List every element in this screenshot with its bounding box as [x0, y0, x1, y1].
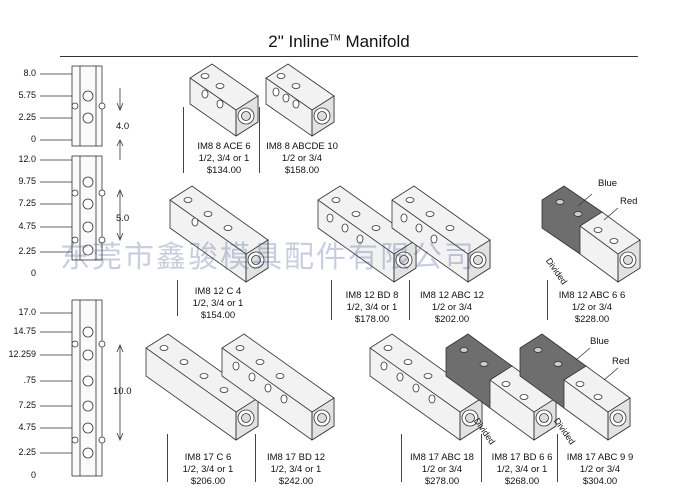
dim3-tick: 12.259 — [8, 349, 36, 359]
product-label: IM8 17 C 6 1/2, 3/4 or 1 $206.00 — [167, 434, 246, 488]
page-title: 2" InlineTM Manifold — [0, 32, 678, 52]
product-price: $158.00 — [284, 165, 320, 176]
callout-red: Red — [620, 196, 638, 207]
manifold-im8-17-c-6 — [145, 333, 259, 441]
product-label: IM8 17 ABC 18 1/2 or 3/4 $278.00 — [401, 434, 480, 488]
product-model: IM8 8 ABCDE 10 — [266, 141, 338, 152]
product-model: IM8 12 ABC 6 6 — [558, 290, 626, 301]
product-label: IM8 8 ABCDE 10 1/2 or 3/4 $158.00 — [259, 107, 342, 177]
watermark-text: 东莞市鑫骏模具配件有限公司 — [60, 241, 476, 274]
manifold-im8-17-abc-9-9 — [519, 333, 631, 441]
product-price: $178.00 — [354, 314, 390, 325]
dim2-tick: 2.25 — [18, 246, 36, 256]
dim3-tick: 2.25 — [18, 447, 36, 457]
dim2-tick: 12.0 — [18, 154, 36, 164]
product-price: $206.00 — [190, 476, 226, 487]
manifold-im8-17-abc-18 — [369, 333, 483, 441]
product-price: $154.00 — [200, 310, 236, 321]
product-model: IM8 12 ABC 12 — [420, 290, 484, 301]
callout-blue: Blue — [590, 336, 610, 347]
title-trademark: TM — [329, 33, 341, 43]
product-label: IM8 12 ABC 12 1/2 or 3/4 $202.00 — [409, 280, 492, 326]
dim-diagram-1 — [40, 65, 124, 160]
dim2-span: 5.0 — [116, 213, 130, 224]
manifold-im8-17-bd-12 — [221, 333, 335, 441]
product-size: 1/2, 3/4 or 1 — [198, 153, 250, 164]
manifold-im8-8-abcde-10 — [265, 63, 335, 137]
product-size: 1/2 or 3/4 — [579, 464, 621, 475]
product-price: $228.00 — [574, 314, 610, 325]
manifold-im8-12-c-4 — [169, 185, 269, 283]
product-price: $278.00 — [424, 476, 460, 487]
dim3-tick: 0 — [30, 470, 36, 480]
dim3-tick: .75 — [23, 375, 36, 385]
dim3-tick: 7.25 — [18, 400, 36, 410]
product-label: IM8 8 ACE 6 1/2, 3/4 or 1 $134.00 — [183, 107, 262, 177]
dim3-tick: 17.0 — [18, 307, 36, 317]
manifold-im8-12-abc-12 — [391, 185, 491, 283]
manifold-im8-8-ace-6 — [189, 63, 259, 137]
dim2-tick: 7.25 — [18, 198, 36, 208]
product-size: 1/2, 3/4 or 1 — [182, 464, 234, 475]
product-label: IM8 17 ABC 9 9 1/2 or 3/4 $304.00 — [557, 434, 640, 488]
dim1-span: 4.0 — [116, 121, 130, 132]
manifold-im8-17-bd-6-6 — [445, 333, 557, 441]
product-label: IM8 17 BD 12 1/2, 3/4 or 1 $242.00 — [255, 434, 334, 488]
manifold-im8-12-bd-8 — [317, 185, 417, 283]
title-end: Manifold — [340, 32, 410, 51]
product-model: IM8 17 BD 12 — [266, 452, 326, 463]
product-price: $202.00 — [434, 314, 470, 325]
dim3-tick: 4.75 — [18, 422, 36, 432]
callout-red: Red — [612, 356, 630, 367]
product-price: $242.00 — [278, 476, 314, 487]
product-model: IM8 17 C 6 — [184, 452, 232, 463]
product-model: IM8 12 C 4 — [194, 286, 242, 297]
dim1-tick: 0 — [30, 134, 36, 144]
product-size: 1/2, 3/4 or 1 — [270, 464, 322, 475]
title-rule — [60, 56, 638, 57]
product-model: IM8 17 ABC 18 — [410, 452, 474, 463]
dim3-tick: 14.75 — [13, 326, 36, 336]
product-label: IM8 12 C 4 1/2, 3/4 or 1 $154.00 — [177, 280, 256, 322]
product-size: 1/2, 3/4 or 1 — [192, 298, 244, 309]
product-size: 1/2 or 3/4 — [431, 302, 473, 313]
product-size: 1/2 or 3/4 — [571, 302, 613, 313]
product-price: $268.00 — [504, 476, 540, 487]
product-label: IM8 12 BD 8 1/2, 3/4 or 1 $178.00 — [331, 280, 410, 326]
dim1-tick: 5.75 — [18, 90, 36, 100]
product-size: 1/2 or 3/4 — [281, 153, 323, 164]
product-size: 1/2 or 3/4 — [421, 464, 463, 475]
product-size: 1/2, 3/4 or 1 — [346, 302, 398, 313]
dim1-tick: 2.25 — [18, 112, 36, 122]
product-model: IM8 17 ABC 9 9 — [566, 452, 634, 463]
product-model: IM8 8 ACE 6 — [197, 141, 251, 152]
manifold-im8-12-abc-6-6 — [541, 185, 641, 283]
product-model: IM8 12 BD 8 — [345, 290, 399, 301]
product-price: $134.00 — [206, 165, 242, 176]
dim2-tick: 9.75 — [18, 176, 36, 186]
product-size: 1/2, 3/4 or 1 — [496, 464, 548, 475]
dim3-span: 10.0 — [113, 386, 132, 397]
dim2-tick: 4.75 — [18, 221, 36, 231]
product-label: IM8 17 BD 6 6 1/2, 3/4 or 1 $268.00 — [481, 434, 560, 488]
dim2-tick: 0 — [30, 268, 36, 278]
dim1-tick: 8.0 — [23, 68, 36, 78]
callout-blue: Blue — [598, 178, 618, 189]
dim-diagram-2 — [40, 155, 124, 261]
dim-diagram-3 — [40, 299, 124, 477]
product-model: IM8 17 BD 6 6 — [491, 452, 553, 463]
product-price: $304.00 — [582, 476, 618, 487]
product-label: IM8 12 ABC 6 6 1/2 or 3/4 $228.00 — [547, 280, 634, 326]
title-main: 2" Inline — [268, 32, 330, 51]
